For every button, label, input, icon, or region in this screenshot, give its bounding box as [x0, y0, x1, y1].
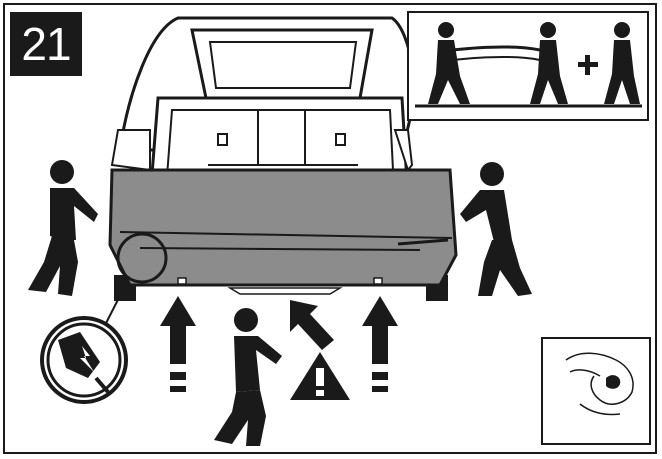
two-person-carry-inset: [408, 12, 648, 120]
person-center-icon: [214, 308, 282, 446]
person-left-icon: [28, 160, 98, 296]
rear-bumper: [110, 170, 456, 294]
lift-arrow-left-icon: [160, 296, 196, 392]
clip-release-inset: [542, 338, 650, 444]
warning-triangle-icon: [290, 352, 350, 400]
person-right-icon: [460, 162, 532, 296]
lift-arrow-right-icon: [362, 296, 398, 392]
diagonal-arrow-icon: [290, 300, 334, 350]
